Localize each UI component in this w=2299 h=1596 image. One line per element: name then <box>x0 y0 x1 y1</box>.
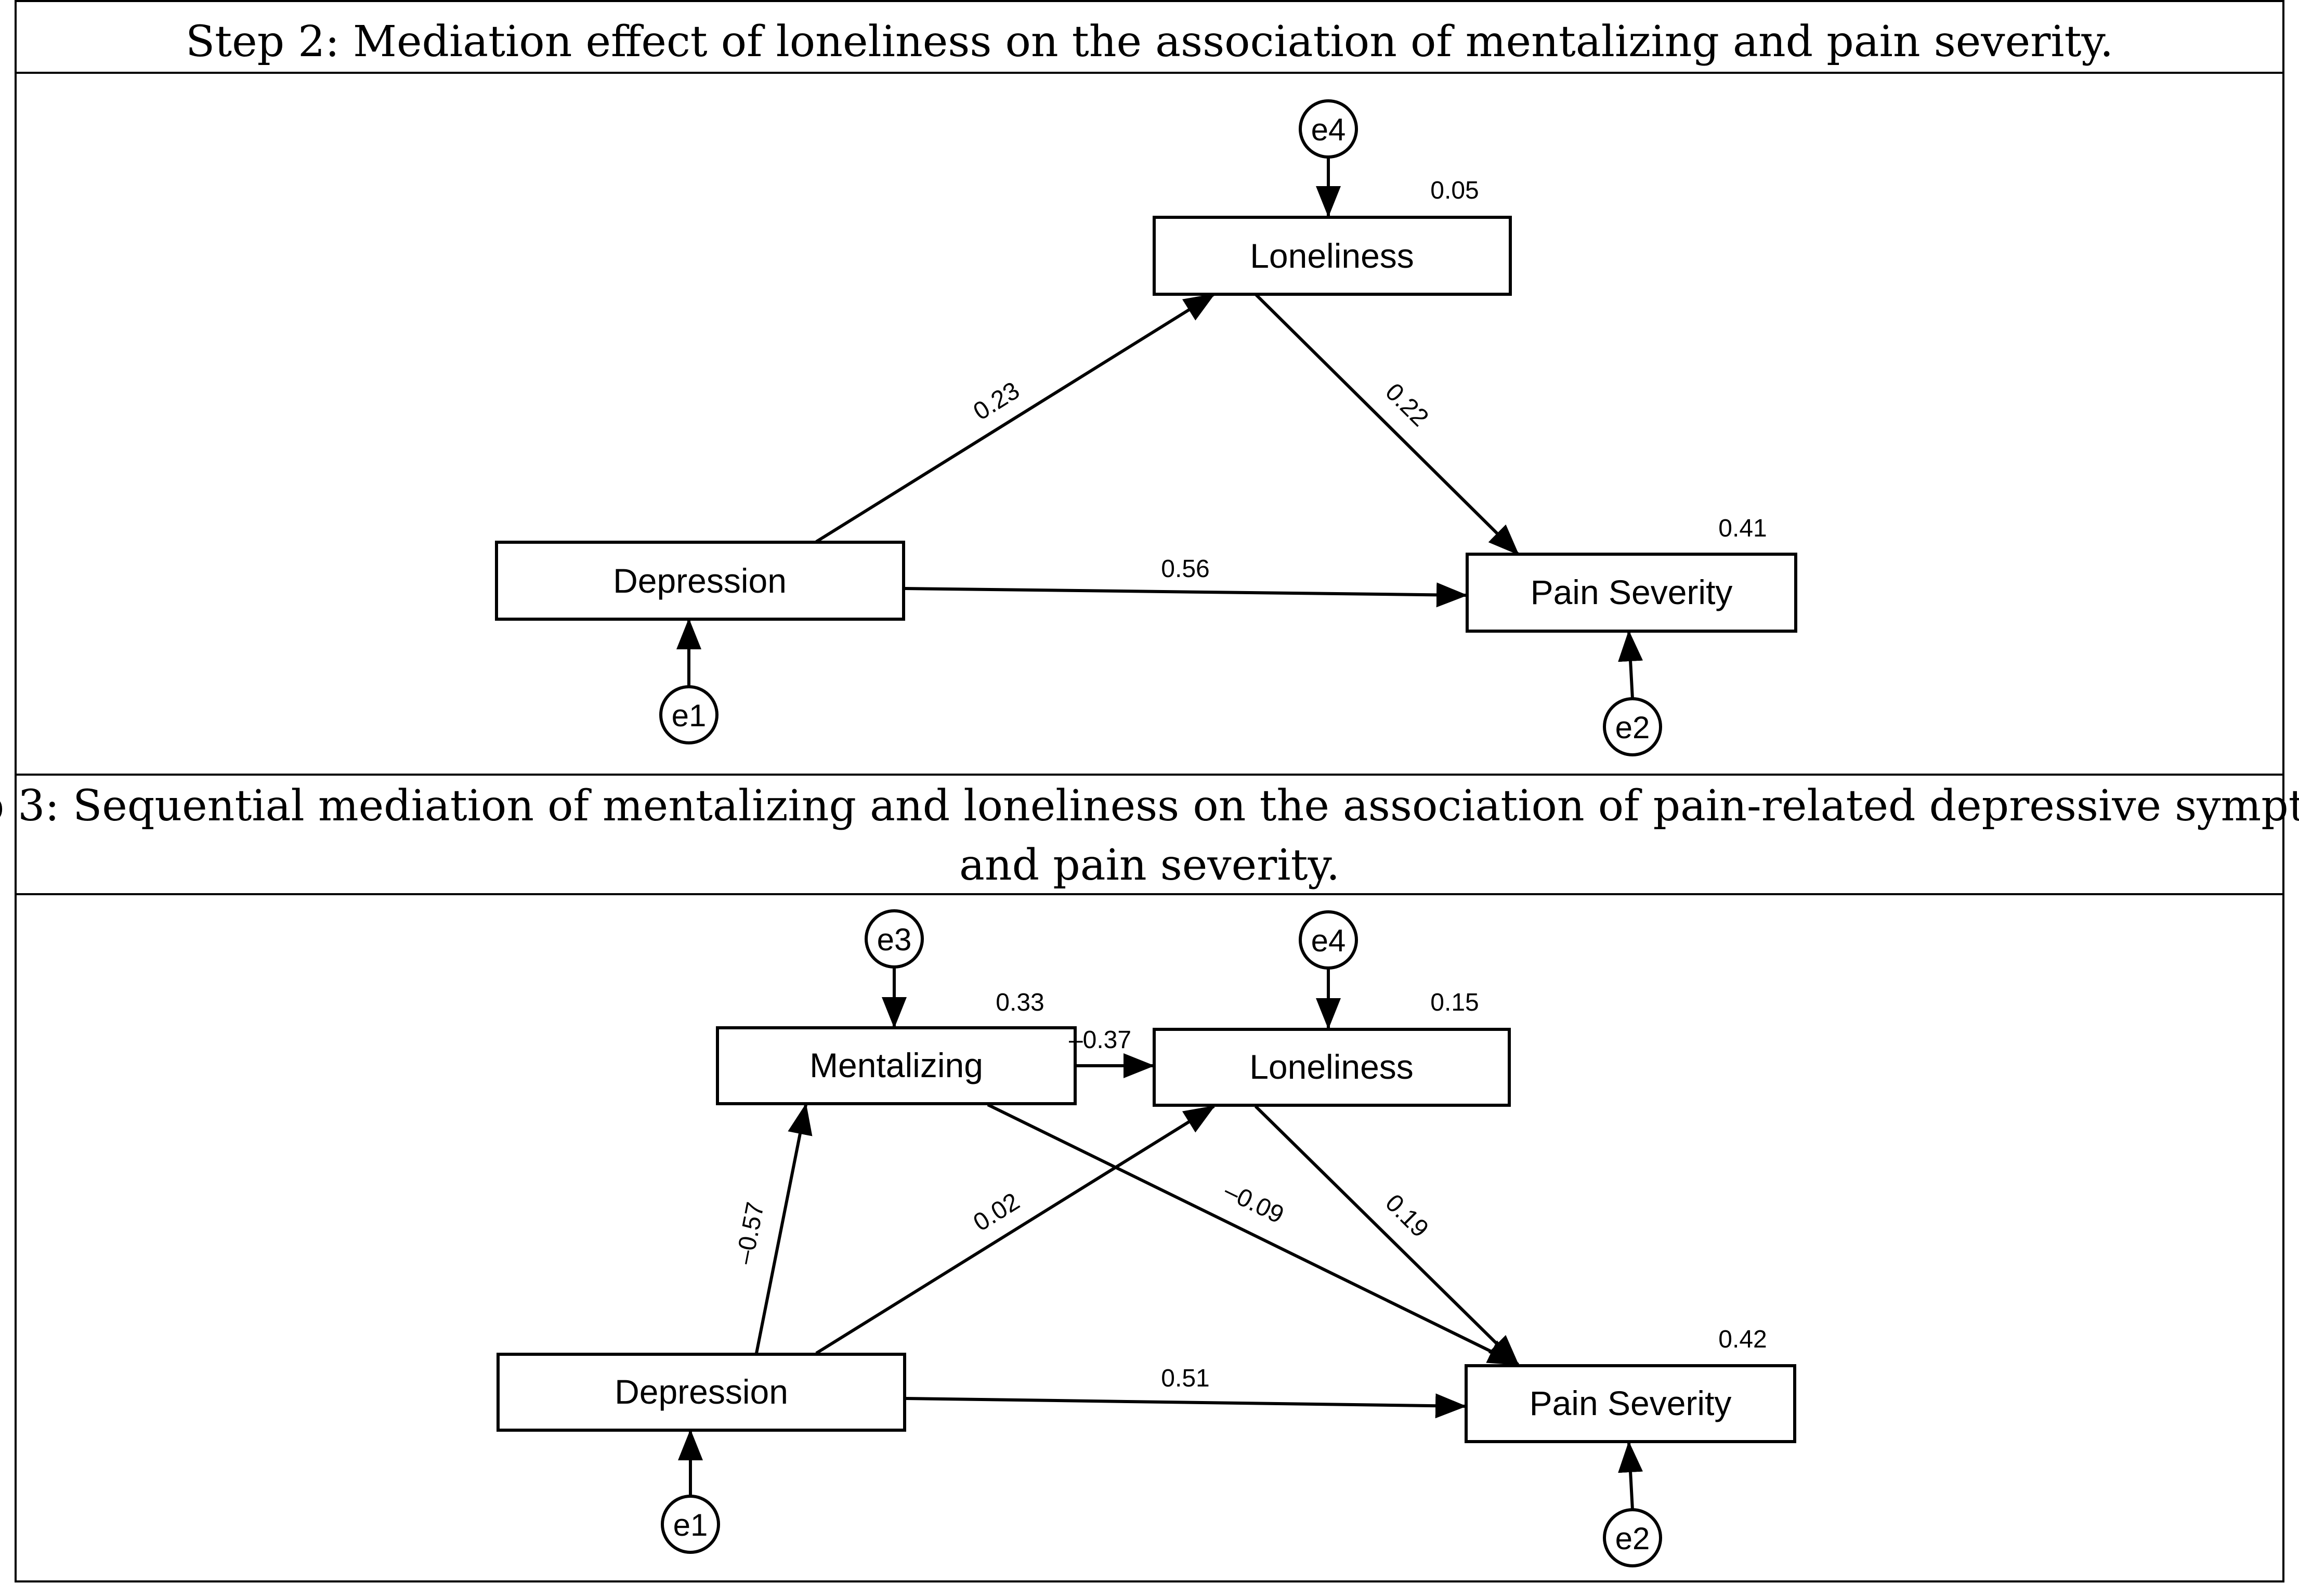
step2-error-e4: e4 <box>1299 99 1358 159</box>
step2-node-pain-severity-label: Pain Severity <box>1531 573 1733 611</box>
step3-edge-depression-pain <box>905 1393 1467 1419</box>
step3-edge-depression-mentalizing <box>755 1103 813 1354</box>
step3-panel: Step 3: Sequential mediation of mentaliz… <box>0 781 2299 1567</box>
step2-edge-depression-loneliness <box>815 293 1216 543</box>
step2-edge-loneliness-pain <box>1254 293 1520 556</box>
step3-node-pain-severity-label: Pain Severity <box>1530 1384 1732 1422</box>
step3-error-e3-label: e3 <box>877 922 912 957</box>
step3-caption-line1: Step 3: Sequential mediation of mentaliz… <box>0 781 2299 831</box>
step3-node-depression: Depression <box>497 1353 906 1432</box>
step2-node-depression: Depression <box>495 541 905 621</box>
step3-error-e2-label: e2 <box>1615 1521 1650 1556</box>
step3-edge-loneliness-pain <box>1254 1105 1520 1366</box>
step3-coef-mentalizing-pain: –0.09 <box>1220 1177 1288 1229</box>
step2-node-depression-label: Depression <box>613 561 787 600</box>
step3-error-e1-label: e1 <box>673 1508 708 1542</box>
step3-caption-line2: and pain severity. <box>959 841 1340 890</box>
step2-node-loneliness: Loneliness <box>1153 216 1512 296</box>
step2-coef-depression-pain: 0.56 <box>1161 555 1209 583</box>
step2-r2-loneliness: 0.05 <box>1430 177 1479 204</box>
step3-coef-depression-mentalizing: –0.57 <box>730 1200 769 1266</box>
step3-node-pain-severity: Pain Severity <box>1465 1364 1796 1443</box>
step3-coef-depression-pain: 0.51 <box>1161 1365 1209 1392</box>
step3-r2-mentalizing: 0.33 <box>996 989 1044 1016</box>
step3-error-e4-label: e4 <box>1311 923 1346 958</box>
step3-node-depression-label: Depression <box>615 1372 788 1411</box>
step3-edge-depression-loneliness <box>815 1105 1216 1355</box>
step3-node-mentalizing: Mentalizing <box>716 1026 1077 1105</box>
step3-node-loneliness-label: Loneliness <box>1249 1048 1414 1086</box>
step2-error-e2-label: e2 <box>1615 710 1650 745</box>
step3-r2-pain: 0.42 <box>1718 1326 1767 1353</box>
step3-edge-mentalizing-pain <box>987 1103 1520 1366</box>
step2-edge-depression-pain <box>904 582 1468 608</box>
step3-edge-e2-pain <box>1618 1441 1643 1510</box>
step2-node-loneliness-label: Loneliness <box>1250 237 1414 275</box>
step3-coef-mentalizing-loneliness: –0.37 <box>1069 1026 1131 1054</box>
step2-error-e2: e2 <box>1603 697 1662 756</box>
step3-error-e4: e4 <box>1299 910 1358 970</box>
step3-node-loneliness: Loneliness <box>1153 1028 1511 1107</box>
step3-node-mentalizing-label: Mentalizing <box>809 1046 983 1084</box>
table-frame <box>15 0 2284 1582</box>
step2-error-e4-label: e4 <box>1311 112 1346 147</box>
step3-r2-loneliness: 0.15 <box>1430 989 1479 1016</box>
step2-caption: Step 2: Mediation effect of loneliness o… <box>186 17 2113 67</box>
step2-panel: Step 2: Mediation effect of loneliness o… <box>186 17 2113 756</box>
step2-error-e1: e1 <box>659 685 719 744</box>
step2-edge-e2-pain <box>1618 630 1643 699</box>
step3-error-e1: e1 <box>661 1495 720 1554</box>
step3-error-e3: e3 <box>865 909 924 969</box>
step2-error-e1-label: e1 <box>672 698 707 733</box>
step2-r2-pain: 0.41 <box>1718 515 1767 542</box>
step3-error-e2: e2 <box>1603 1508 1662 1567</box>
step2-node-pain-severity: Pain Severity <box>1466 553 1797 633</box>
